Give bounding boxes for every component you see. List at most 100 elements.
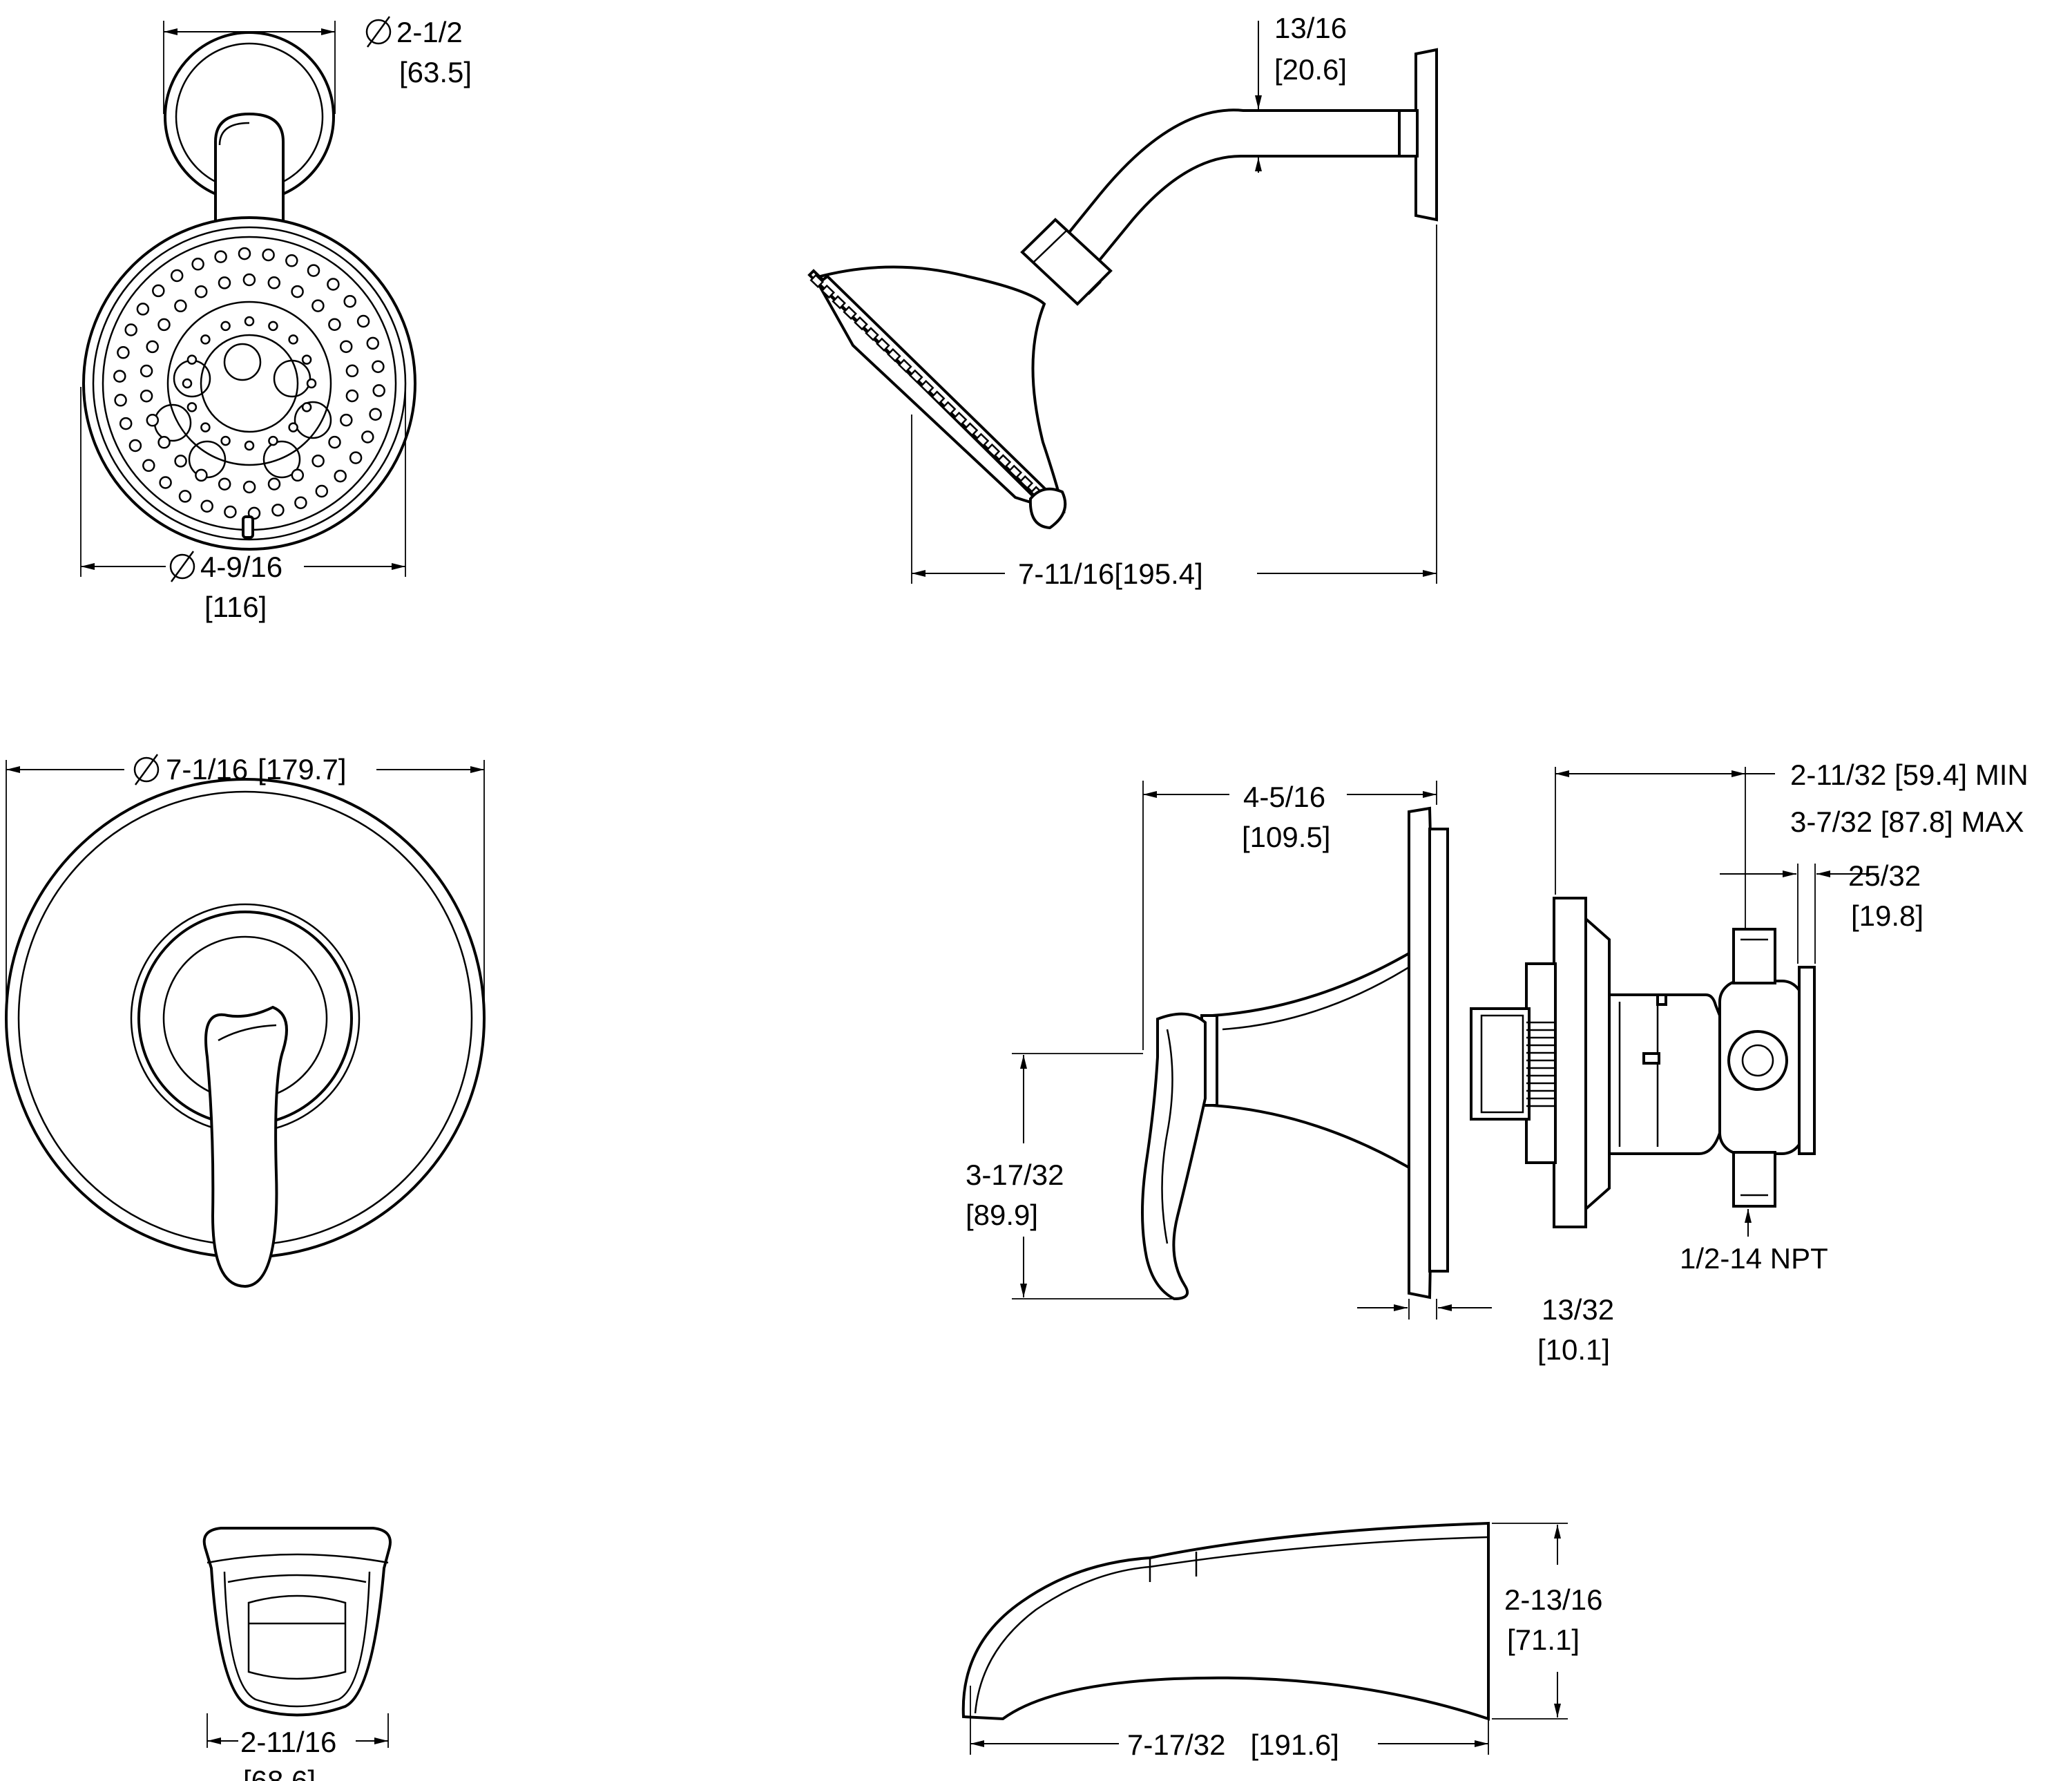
side-nozzle (1019, 475, 1034, 490)
valve-depth-min: 2-11/32 [59.4] MIN (1790, 759, 2028, 791)
spout-height-metric: [71.1] (1507, 1623, 1580, 1656)
flange-dia-metric: [63.5] (399, 56, 472, 88)
spray-nozzles (113, 247, 385, 520)
side-nozzle (809, 274, 825, 289)
nozzle-hole (170, 269, 184, 283)
head-dia-imperial: 4-9/16 (200, 551, 282, 583)
nozzle-hole (343, 294, 356, 308)
nozzle-hole (238, 247, 251, 260)
nozzle-hole (242, 273, 256, 287)
nozzle-hole (262, 248, 275, 262)
nozzle-hole (349, 451, 363, 464)
arm-drop-imperial: 13/16 (1274, 12, 1347, 44)
nozzle-hole (200, 334, 211, 345)
nozzle-hole (191, 258, 204, 271)
side-nozzle (843, 305, 857, 321)
nozzle-hole (174, 299, 187, 313)
nozzle-hole (294, 496, 307, 509)
side-nozzle (952, 411, 968, 426)
side-nozzle (1008, 464, 1023, 479)
side-nozzle (997, 454, 1012, 468)
nozzle-hole (291, 468, 305, 482)
nozzle-hole (366, 336, 380, 350)
head-dia-metric: [116] (204, 591, 267, 623)
nozzle-hole (244, 440, 255, 451)
nozzle-hole (345, 364, 359, 378)
valve-face-metric: [19.8] (1851, 899, 1924, 932)
dim-spout-width: 2-11/16 [68.6] (207, 1713, 389, 1781)
nozzle-hole (113, 370, 126, 383)
nozzle-hole (267, 276, 281, 289)
valve-face-imperial: 25/32 (1848, 859, 1921, 892)
dim-handle-height: 3-17/32 [89.9] (966, 1053, 1174, 1299)
spout-height-imperial: 2-13/16 (1504, 1583, 1602, 1616)
side-nozzle (909, 369, 923, 384)
nozzle-hole (345, 389, 359, 403)
tub-spout-side-view (961, 1521, 1490, 1721)
nozzle-hole (356, 314, 370, 328)
valve-trim-front-view (5, 778, 486, 1288)
valve-depth-max: 3-7/32 [87.8] MAX (1790, 806, 2024, 838)
handle-height-metric: [89.9] (966, 1199, 1038, 1231)
nozzle-hole (142, 459, 155, 473)
trim-depth-imperial: 4-5/16 (1243, 781, 1325, 813)
nozzle-hole (157, 318, 171, 332)
nozzle-hole (140, 389, 153, 403)
side-nozzle (832, 295, 846, 309)
nozzle-hole (218, 276, 231, 289)
side-nozzle (865, 327, 879, 341)
nozzle-hole (117, 346, 130, 359)
nozzle-hole (328, 318, 341, 331)
side-nozzle (821, 284, 836, 299)
dim-arm-reach: 7-11/16[195.4] (911, 225, 1437, 590)
showerhead-side-view (807, 48, 1438, 530)
nozzle-hole (306, 378, 317, 389)
dim-escutcheon-diameter: 7-1/16[179.7] (6, 753, 485, 1018)
spout-width-imperial: 2-11/16 (240, 1726, 336, 1758)
spout-width-metric: [68.6] (243, 1764, 316, 1781)
nozzle-hole (369, 408, 382, 421)
nozzle-hole (182, 378, 193, 389)
nozzle-hole (146, 340, 159, 354)
nozzle-hole (140, 364, 153, 378)
nozzle-hole (146, 414, 160, 427)
nozzle-hole (244, 316, 255, 327)
spout-length-label: 7-17/32[191.6] (1127, 1728, 1339, 1761)
nozzle-hole (288, 334, 298, 345)
side-nozzle (854, 316, 868, 331)
nozzle-hole (159, 476, 172, 489)
dim-spout-height: 2-13/16 [71.1] (1492, 1523, 1602, 1720)
nozzle-hole (327, 278, 340, 291)
dim-showerhead-diameter: 4-9/16 [116] (80, 387, 406, 623)
nozzle-hole (218, 477, 231, 491)
nozzle-hole (214, 250, 227, 263)
valve-body (1470, 897, 1816, 1228)
nozzle-hole (124, 323, 137, 336)
nozzle-hole (301, 402, 312, 412)
nozzle-hole (328, 435, 341, 449)
nozzle-hole (307, 264, 320, 277)
tub-spout-front-view (202, 1527, 392, 1717)
nozzle-hole (157, 436, 171, 449)
nozzle-hole (119, 417, 133, 430)
nozzle-hole (311, 299, 325, 312)
side-nozzle (887, 347, 901, 363)
side-nozzle (898, 359, 912, 373)
nozzle-hole (195, 468, 208, 482)
nozzle-hole (178, 490, 192, 503)
nozzle-hole (174, 455, 187, 468)
nozzle-hole (311, 454, 325, 468)
nozzle-hole (339, 340, 353, 353)
nozzle-hole (268, 321, 278, 332)
nozzle-hole (136, 303, 150, 316)
arm-reach-label: 7-11/16[195.4] (1018, 558, 1203, 590)
nozzle-hole (315, 484, 329, 498)
nozzle-hole (220, 435, 231, 446)
nozzle-hole (152, 284, 165, 298)
nozzle-hole (267, 477, 281, 491)
nozzle-hole (186, 354, 198, 365)
cartridge-threads (1526, 1021, 1554, 1107)
side-nozzle (963, 422, 979, 437)
nozzle-hole (268, 435, 278, 446)
